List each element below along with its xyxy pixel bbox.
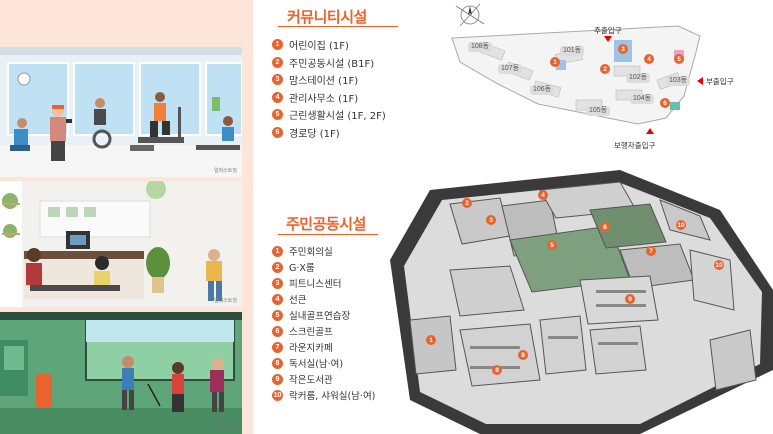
room-marker: 1 [426, 335, 436, 345]
number-badge: 5 [272, 109, 283, 121]
number-badge: 1 [272, 245, 283, 257]
list-item-label: 선큰 [289, 295, 307, 306]
list-item-label: 주민회의실 [289, 247, 333, 258]
list-item: 3 피트니스센터 [272, 275, 375, 291]
list-item-label: 스크린골프 [289, 327, 333, 338]
illustration-caption: 일러스트컷 [213, 168, 237, 174]
pedestrian-entrance-arrow-icon [646, 128, 654, 134]
building-label: 102동 [626, 73, 651, 83]
room-marker: 3 [486, 215, 496, 225]
list-item-label: 근린생활시설 (1F, 2F) [289, 111, 386, 123]
room-marker: 4 [538, 190, 548, 200]
list-item-label: 경로당 (1F) [289, 128, 340, 140]
list-item: 9 작은도서관 [272, 371, 375, 387]
room-marker: 9 [625, 294, 635, 304]
list-item: 3 맘스테이션 (1F) [272, 71, 386, 89]
number-badge: 2 [272, 261, 283, 273]
number-badge: 3 [272, 277, 283, 289]
community-list: 1 어린이집 (1F) 2 주민공동시설 (B1F) 3 맘스테이션 (1F) 4 관리… [272, 36, 386, 141]
room-marker: 2 [462, 198, 472, 208]
number-badge: 3 [272, 74, 283, 86]
title-underline [278, 26, 398, 27]
illustration-column: 일러스트컷 일러스트컷 [0, 0, 253, 434]
list-item-label: 작은도서관 [289, 375, 333, 386]
building-label: 101동 [560, 46, 585, 56]
list-item-label: 라운지카페 [289, 343, 333, 354]
list-item-label: G·X룸 [289, 263, 315, 274]
side-entrance-arrow-icon [697, 77, 703, 85]
illustration-caption: 일러스트컷 [213, 425, 237, 431]
list-item-label: 맘스테이션 (1F) [289, 76, 359, 88]
number-badge: 6 [272, 325, 283, 337]
room-marker: 7 [646, 246, 656, 256]
facility-marker: 4 [644, 54, 654, 64]
building-label: 104동 [630, 94, 655, 104]
number-badge: 8 [272, 357, 283, 369]
number-badge: 1 [272, 39, 283, 51]
room-marker: 6 [600, 222, 610, 232]
number-badge: 4 [272, 293, 283, 305]
facility-marker: 3 [618, 44, 628, 54]
number-badge: 6 [272, 126, 283, 138]
room-marker: 10 [714, 260, 724, 270]
building-label: 107동 [498, 64, 523, 74]
community-title: 커뮤니티시설 [287, 8, 367, 26]
lounge-illustration: 일러스트컷 [0, 181, 242, 307]
facility-marker: 2 [600, 64, 610, 74]
floor-plan: 1 2 3 4 5 6 7 8 8 9 10 10 [390, 170, 773, 434]
list-item: 1 어린이집 (1F) [272, 36, 386, 54]
room-marker: 8 [492, 365, 502, 375]
list-item: 2 G·X룸 [272, 259, 375, 275]
list-item-label: 어린이집 (1F) [289, 41, 349, 53]
list-item: 2 주민공동시설 (B1F) [272, 54, 386, 72]
list-item-label: 관리사무소 (1F) [289, 93, 359, 105]
site-map: 108동 107동 106동 101동 102동 103동 104동 105동 … [438, 0, 773, 170]
room-marker: 10 [676, 220, 686, 230]
golf-illustration: 일러스트컷 [0, 312, 242, 434]
title-underline [278, 234, 378, 235]
list-item: 10 락커룸, 샤워실(남·여) [272, 387, 375, 403]
building-label: 106동 [530, 85, 555, 95]
number-badge: 5 [272, 309, 283, 321]
list-item-label: 주민공동시설 (B1F) [289, 58, 375, 70]
list-item: 6 경로당 (1F) [272, 124, 386, 142]
room-marker: 5 [547, 240, 557, 250]
compass-icon [455, 3, 485, 27]
list-item-label: 피트니스센터 [289, 279, 342, 290]
list-item: 1 주민회의실 [272, 243, 375, 259]
side-entrance-label: 부출입구 [706, 77, 734, 86]
facility-marker: 6 [660, 98, 670, 108]
list-item: 4 관리사무소 (1F) [272, 89, 386, 107]
building-label: 108동 [468, 42, 493, 52]
illustration-caption: 일러스트컷 [213, 298, 237, 304]
list-item: 4 선큰 [272, 291, 375, 307]
gym-illustration: 일러스트컷 [0, 47, 242, 177]
list-item: 5 근린생활시설 (1F, 2F) [272, 106, 386, 124]
list-item-label: 독서실(남·여) [289, 359, 344, 370]
list-item-label: 실내골프연습장 [289, 311, 351, 322]
number-badge: 4 [272, 91, 283, 103]
pedestrian-entrance-label: 보행자출입구 [614, 141, 656, 150]
list-item: 5 실내골프연습장 [272, 307, 375, 323]
list-item: 8 독서실(남·여) [272, 355, 375, 371]
main-entrance-arrow-icon [604, 36, 612, 42]
building-label: 103동 [666, 76, 691, 86]
room-marker: 8 [518, 350, 528, 360]
list-item-label: 락커룸, 샤워실(남·여) [289, 391, 376, 402]
residents-title: 주민공동시설 [286, 215, 366, 233]
main-entrance-label: 주출입구 [594, 26, 622, 35]
residents-list: 1 주민회의실 2 G·X룸 3 피트니스센터 4 선큰 5 실내골프연습장 6 스크린골프… [272, 243, 375, 403]
facility-marker: 5 [674, 54, 684, 64]
number-badge: 10 [272, 389, 283, 401]
facility-marker: 1 [550, 57, 560, 67]
number-badge: 9 [272, 373, 283, 385]
list-item: 7 라운지카페 [272, 339, 375, 355]
number-badge: 2 [272, 56, 283, 68]
list-item: 6 스크린골프 [272, 323, 375, 339]
building-label: 105동 [586, 106, 611, 116]
number-badge: 7 [272, 341, 283, 353]
